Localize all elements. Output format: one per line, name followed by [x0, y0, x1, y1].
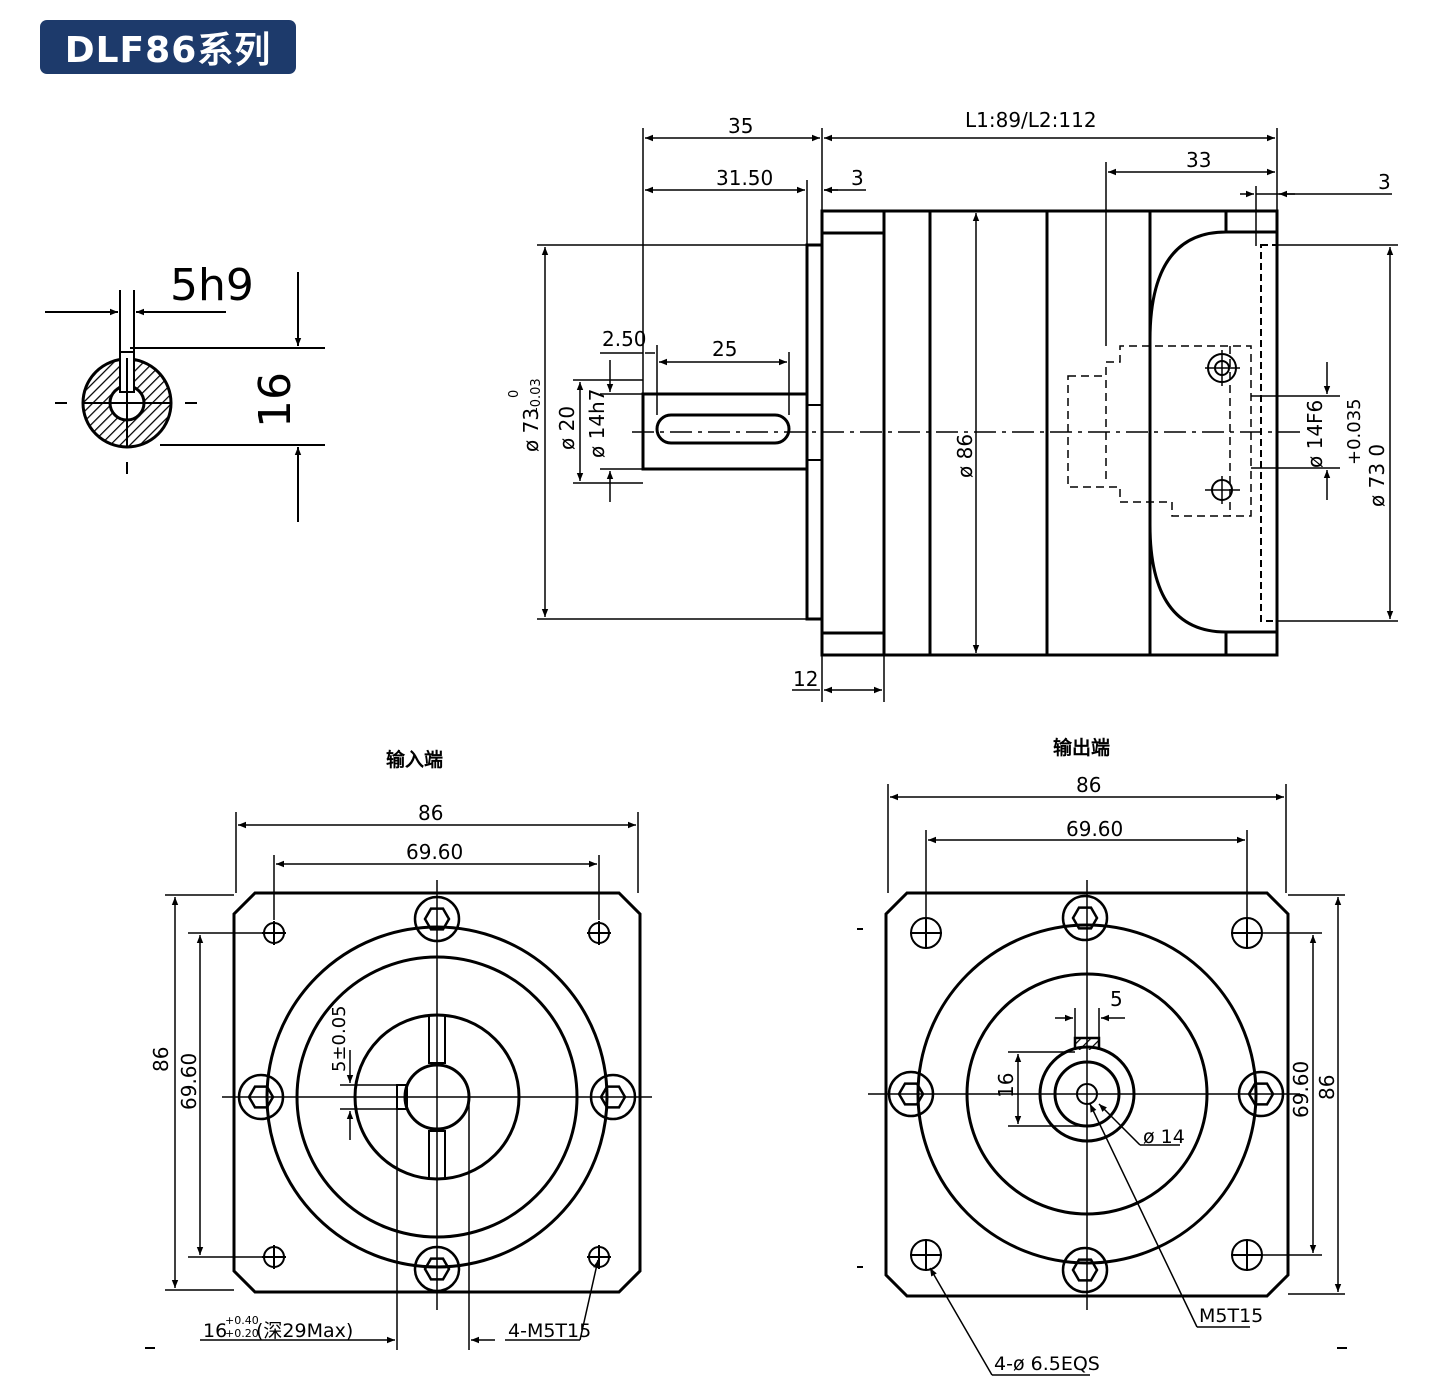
dim-33: 33: [1186, 148, 1211, 172]
dim-d20: ø 20: [555, 406, 579, 450]
output-holes-label: 4-ø 6.5EQS: [994, 1353, 1100, 1375]
input-depth-tol-lower: +0.20: [225, 1327, 259, 1340]
input-height-69: 69.60: [177, 1053, 201, 1110]
input-end-view: [145, 812, 652, 1350]
dim-3-flange: 3: [851, 166, 864, 190]
dim-d86: ø 86: [953, 434, 977, 478]
input-depth-note: (深29Max): [256, 1320, 353, 1342]
output-view-caption: 输出端: [1053, 736, 1110, 759]
output-width-69: 69.60: [1066, 817, 1123, 841]
key-width-label: 5h9: [170, 260, 254, 311]
input-width-86: 86: [418, 801, 443, 825]
input-width-69: 69.60: [406, 840, 463, 864]
series-title: DLF86系列: [64, 30, 272, 71]
output-key-width: 5: [1110, 987, 1123, 1011]
output-end-view: [857, 784, 1347, 1376]
dim-3-output: 3: [1378, 170, 1391, 194]
dim-25: 25: [712, 337, 737, 361]
dim-length: L1:89/L2:112: [965, 108, 1097, 132]
gearbox-side-view: [537, 128, 1398, 702]
dim-2-5: 2.50: [602, 327, 647, 351]
dim-31-5: 31.50: [716, 166, 773, 190]
shaft-key-section: [45, 272, 325, 522]
dim-d14h7: ø 14h7: [585, 389, 609, 458]
dim-d73-tol-upper: 0: [507, 390, 522, 398]
output-height-86: 86: [1315, 1075, 1339, 1100]
input-keyway-width: 5±0.05: [329, 1005, 350, 1072]
dim-12: 12: [793, 667, 818, 691]
output-height-69: 69.60: [1289, 1061, 1313, 1118]
input-depth-base: 16: [203, 1320, 227, 1342]
key-height-label: 16: [250, 372, 301, 428]
output-shaft-diameter: ø 14: [1143, 1126, 1185, 1148]
dim-d73: ø 73: [519, 408, 543, 452]
output-width-86: 86: [1076, 773, 1101, 797]
input-view-caption: 输入端: [386, 748, 443, 771]
input-thread-label: 4-M5T15: [508, 1320, 591, 1342]
dim-d14f6-tol: +0.035: [1344, 398, 1365, 465]
dim-35: 35: [728, 114, 753, 138]
output-thread-label: M5T15: [1199, 1305, 1263, 1327]
dim-d73-output: ø 73 0: [1365, 444, 1389, 507]
output-key-height: 16: [994, 1073, 1018, 1098]
input-height-86: 86: [149, 1047, 173, 1072]
dim-d14f6: ø 14F6: [1303, 400, 1327, 468]
input-depth-tol-upper: +0.40: [225, 1314, 259, 1327]
series-title-badge: DLF86系列: [40, 20, 296, 74]
dim-d73-tol-lower: -0.03: [529, 378, 544, 412]
